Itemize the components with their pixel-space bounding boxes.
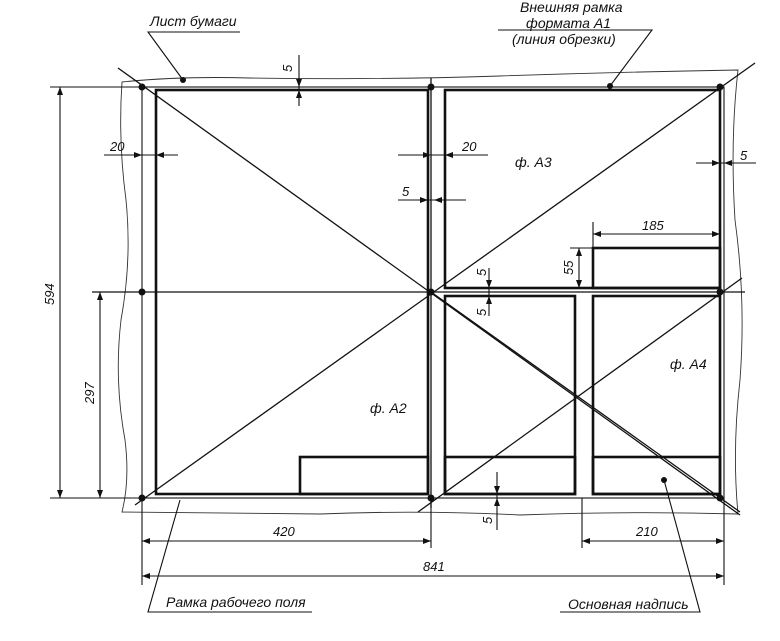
- dim-text-height-a2: 297: [82, 382, 97, 405]
- a3-title-block: [591, 246, 722, 290]
- diagonal-a4-1: [430, 291, 741, 513]
- dim-text-margin-top: 5: [280, 64, 295, 72]
- dim-text-title-height: 55: [561, 260, 576, 275]
- work-frame-label: Рамка рабочего поля: [166, 594, 306, 610]
- dim-text-width-a2: 420: [273, 524, 295, 539]
- format-a4-label: ф. А4: [670, 356, 707, 372]
- outer-frame-label-line2: формата А1: [526, 15, 611, 31]
- dim-width-a2: [141, 498, 432, 585]
- dim-a3-left-margin: [398, 152, 488, 158]
- a4-right-title-block: [591, 455, 722, 496]
- dim-a4-bottom-gap: [494, 472, 500, 530]
- dim-text-width-a4: 210: [635, 524, 658, 539]
- dim-text-a4-bottom-gap: 5: [480, 516, 495, 524]
- dim-left-margin: [104, 152, 178, 158]
- format-a2-label: ф. А2: [370, 400, 407, 416]
- title-block-label: Основная надпись: [568, 596, 689, 612]
- dim-text-a4-top-gap-2: 5: [474, 308, 489, 316]
- a4-left-title-block: [443, 455, 577, 496]
- dim-text-margin-a3-left: 20: [461, 139, 477, 154]
- diagonal-a1-2: [134, 62, 756, 506]
- format-a3-label: ф. А3: [515, 154, 552, 170]
- dim-text-title-width: 185: [642, 218, 664, 233]
- dim-height-a1: [50, 86, 142, 499]
- dim-a4-top-gap: [486, 268, 492, 316]
- a4-right-frame: [591, 294, 722, 496]
- a3-work-frame: [443, 88, 722, 290]
- sheet-label: Лист бумаги: [149, 13, 237, 29]
- dim-text-width-a1: 841: [423, 559, 445, 574]
- dim-top-margin: [296, 55, 302, 106]
- dim-title-height: [570, 247, 593, 288]
- dim-width-a1: [142, 573, 724, 579]
- dim-height-a2: [94, 291, 142, 498]
- dim-text-margin-right: 5: [740, 148, 748, 163]
- dim-a3-vertical-gap: [398, 197, 466, 203]
- dim-title-width: [592, 222, 721, 248]
- outer-frame-leader: [498, 29, 654, 87]
- a2-title-block: [298, 455, 430, 496]
- title-block-leader: [560, 479, 701, 613]
- paper-sheet-outline: [117, 69, 743, 516]
- outer-frame-label-line1: Внешняя рамка: [520, 0, 623, 15]
- outer-frame-label-line3: (линия обрезки): [512, 31, 616, 47]
- diagonal-a4-2: [417, 277, 743, 513]
- dim-text-a3-gap: 5: [402, 184, 410, 199]
- sheet-leader: [146, 31, 240, 81]
- work-frame-leader: [147, 499, 312, 613]
- dim-width-a4: [581, 498, 725, 585]
- dim-text-margin-left: 20: [109, 139, 125, 154]
- dim-right-margin: [696, 160, 756, 166]
- dim-text-height-a1: 594: [42, 283, 57, 305]
- a4-left-frame: [443, 294, 577, 496]
- dim-text-a4-top-gap: 5: [474, 268, 489, 276]
